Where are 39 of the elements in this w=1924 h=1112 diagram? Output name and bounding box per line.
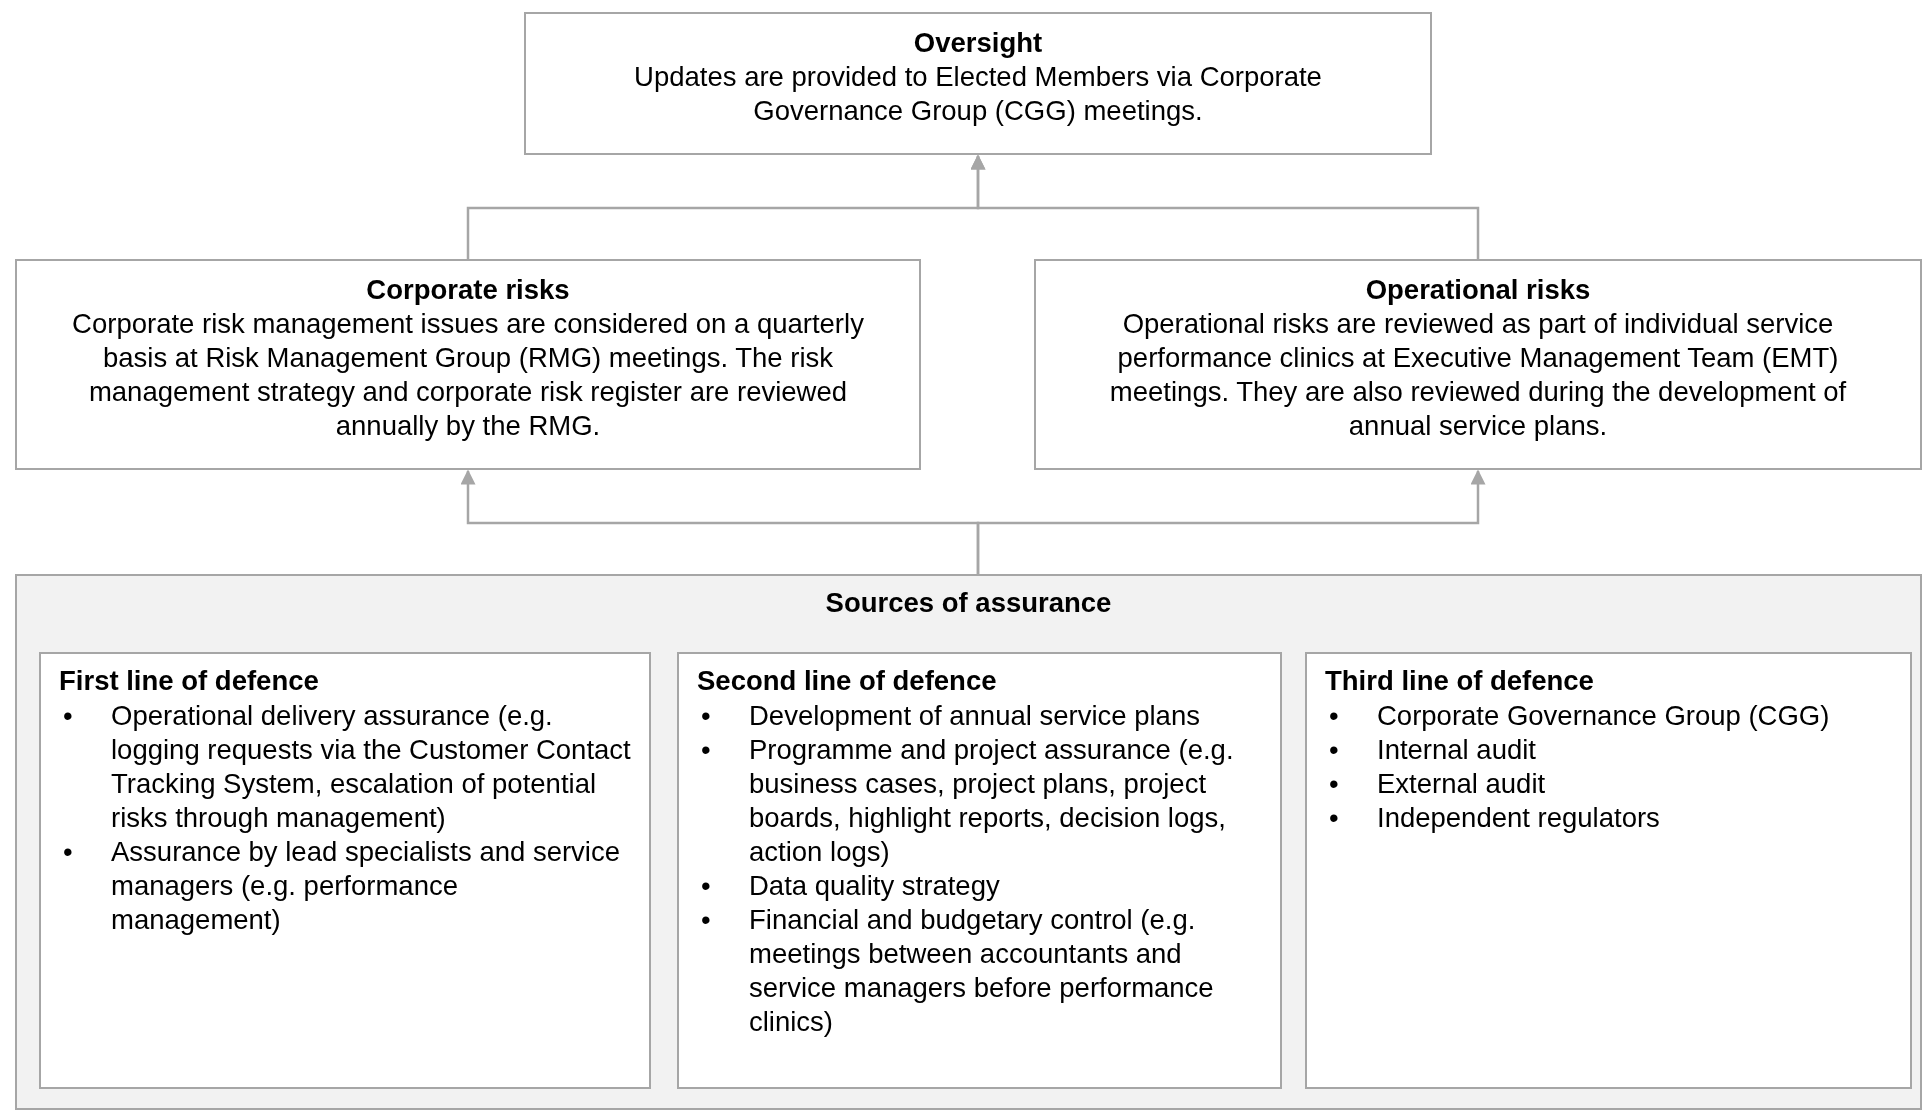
text-box	[15, 259, 921, 470]
bullet-item: Operational delivery assurance (e.g. logging requests via the Customer Contact Tracking System, escalation of potential risks through management)	[111, 699, 632, 835]
bullet-item: Development of annual service plans	[749, 699, 1201, 733]
text-box	[1034, 259, 1922, 470]
heading: Third line of defence	[1325, 664, 1595, 698]
group-panel	[15, 574, 1922, 1110]
text-box	[677, 652, 1282, 1089]
bullet-item: Financial and budgetary control (e.g. meetings between accountants and service managers before performance clinics)	[749, 903, 1215, 1039]
bullet: •	[701, 869, 712, 903]
text-box	[1305, 652, 1912, 1089]
body-text: Corporate risk management issues are considered on a quarterly basis at Risk Management Group (RMG) meetings. The risk management strategy and corporate risk register are reviewed annually by the RMG.	[71, 307, 865, 443]
bullet: •	[63, 835, 74, 869]
bullet-item: External audit	[1377, 767, 1547, 801]
bullet-item: Corporate Governance Group (CGG)	[1377, 699, 1831, 733]
heading: Second line of defence	[697, 664, 998, 698]
bullet: •	[1329, 699, 1340, 733]
heading: Oversight	[912, 26, 1044, 60]
heading: Operational risks	[1364, 273, 1592, 307]
bullet: •	[63, 699, 74, 733]
bullet: •	[1329, 801, 1340, 835]
heading: Corporate risks	[365, 273, 571, 307]
bullet: •	[1329, 767, 1340, 801]
bullet-item: Programme and project assurance (e.g. business cases, project plans, project boards, highlight reports, decision logs, action logs)	[749, 733, 1235, 869]
connector-arrow	[970, 154, 1480, 259]
bullet-item: Assurance by lead specialists and service managers (e.g. performance management)	[111, 835, 621, 937]
bullet: •	[1329, 733, 1340, 767]
bullet: •	[701, 699, 712, 733]
connector-arrow	[976, 469, 1486, 574]
bullet-item: Internal audit	[1377, 733, 1537, 767]
text-box	[524, 12, 1432, 155]
bullet: •	[701, 733, 712, 767]
heading: First line of defence	[59, 664, 320, 698]
body-text: Operational risks are reviewed as part of individual service performance clinics at Executive Management Team (EMT) meetings. They are also reviewed during the development of annual service plans.	[1108, 307, 1848, 443]
bullet-item: Independent regulators	[1377, 801, 1661, 835]
body-text: Updates are provided to Elected Members via Corporate Governance Group (CGG) meetings.	[633, 60, 1323, 128]
bullet: •	[701, 903, 712, 937]
bullet-item: Data quality strategy	[749, 869, 1001, 903]
heading: Sources of assurance	[824, 586, 1113, 620]
text-box	[39, 652, 651, 1089]
